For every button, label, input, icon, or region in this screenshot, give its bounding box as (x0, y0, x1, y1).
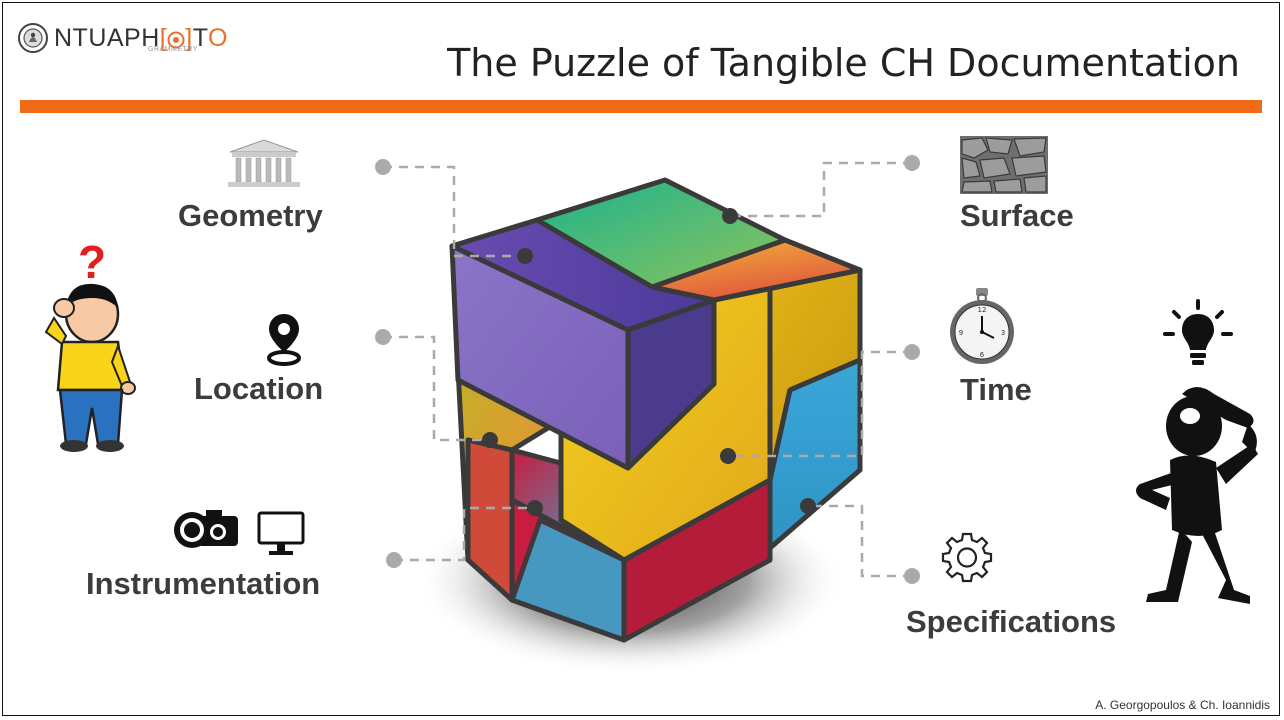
title-underline-bar (20, 100, 1262, 113)
connector-lines (383, 161, 912, 578)
monitor-icon (257, 511, 305, 555)
temple-icon (228, 139, 300, 187)
connector-dots (375, 155, 920, 584)
lightbulb-icon (1163, 299, 1233, 365)
pocket-watch-icon: 12 3 6 9 (950, 288, 1014, 364)
stone-texture-icon (960, 136, 1048, 194)
specifications-label: Specifications (906, 604, 1117, 639)
confused-boy-figure: ? (44, 236, 136, 452)
question-mark-icon: ? (78, 236, 106, 288)
svg-text:6: 6 (980, 351, 985, 359)
surface-label: Surface (960, 198, 1074, 233)
svg-text:12: 12 (978, 306, 987, 314)
camera-icon (174, 510, 238, 548)
geometry-label: Geometry (178, 198, 323, 233)
location-label: Location (194, 371, 324, 406)
logo-text: NTUAPH[]TO (54, 24, 228, 52)
university-seal-icon (18, 23, 48, 53)
ntua-photogrammetry-logo: NTUAPH[]TO (18, 18, 228, 58)
svg-text:3: 3 (1001, 329, 1005, 337)
gear-icon (941, 532, 993, 583)
thinking-silhouette-figure (1136, 387, 1258, 604)
slide-title: The Puzzle of Tangible CH Documentation (447, 41, 1240, 85)
logo-subtext: GRAMMETRY (148, 46, 198, 53)
svg-text:9: 9 (959, 329, 963, 337)
instrumentation-label: Instrumentation (86, 566, 321, 601)
time-label: Time (960, 372, 1032, 407)
puzzle-cube-graphic (449, 177, 863, 643)
location-pin-icon (267, 314, 301, 366)
camera-lens-icon (167, 31, 185, 49)
footer-credit: A. Georgopoulos & Ch. Ioannidis (1095, 698, 1270, 712)
